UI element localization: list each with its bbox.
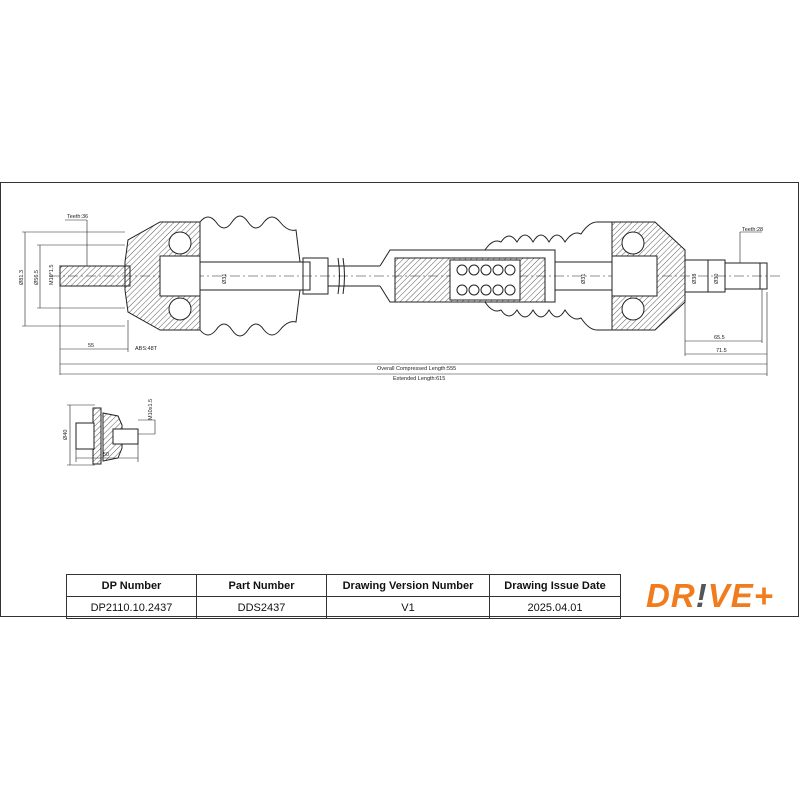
bolt-thread-label: M10x1.5 bbox=[148, 399, 154, 420]
value-part-number: DDS2437 bbox=[196, 596, 327, 619]
left-outer-dia-label: Ø81.3 bbox=[19, 270, 25, 285]
left-inner-dia-label: Ø56.5 bbox=[34, 270, 40, 285]
drive-plus-logo: DR!VE+ bbox=[622, 576, 798, 616]
bolt-detail bbox=[67, 404, 156, 466]
bolt-length-label: 50 bbox=[103, 452, 109, 458]
extended-length-label: Extended Length:615 bbox=[393, 376, 445, 382]
right-len2-label: 71.5 bbox=[716, 348, 727, 354]
value-issue-date: 2025.04.01 bbox=[489, 596, 621, 619]
overall-length-label: Overall Compressed Length:555 bbox=[377, 366, 456, 372]
right-len1-label: 65.5 bbox=[714, 335, 725, 341]
left-stub bbox=[59, 265, 131, 287]
left-boot-bottom bbox=[199, 289, 301, 337]
value-drawing-version: V1 bbox=[326, 596, 490, 619]
shaft-left bbox=[199, 261, 311, 291]
left-boot-top bbox=[199, 215, 301, 263]
header-part-number: Part Number bbox=[196, 574, 327, 597]
value-dp-number: DP2110.10.2437 bbox=[66, 596, 197, 619]
right-teeth-label: Teeth:28 bbox=[742, 227, 763, 233]
right-boot-bottom bbox=[484, 301, 612, 331]
header-drawing-version: Drawing Version Number bbox=[326, 574, 490, 597]
logo-text-end: VE+ bbox=[707, 577, 774, 614]
left-thread-label: M10*1.5 bbox=[49, 265, 55, 286]
bearing-rollers bbox=[456, 264, 516, 296]
logo-text: DR bbox=[646, 577, 696, 614]
header-dp-number: DP Number bbox=[66, 574, 197, 597]
shaft-dia-left-label: Ø31 bbox=[222, 274, 228, 284]
shaft-dia-right-label: Ø31 bbox=[581, 274, 587, 284]
right-boot-top bbox=[484, 221, 612, 251]
shaft-clamp bbox=[302, 257, 329, 295]
right-dia30-label: Ø30 bbox=[714, 274, 720, 284]
left-teeth-label: Teeth:36 bbox=[67, 214, 88, 220]
logo-exclamation: ! bbox=[695, 577, 708, 614]
right-dia33-label: Ø33 bbox=[692, 274, 698, 284]
header-issue-date: Drawing Issue Date bbox=[489, 574, 621, 597]
left-length-label: 55 bbox=[88, 343, 94, 349]
abs-label: ABS:48T bbox=[135, 346, 158, 352]
bolt-dia-label: Ø40 bbox=[63, 430, 69, 440]
title-block: DP Number Part Number Drawing Version Nu… bbox=[66, 574, 621, 619]
